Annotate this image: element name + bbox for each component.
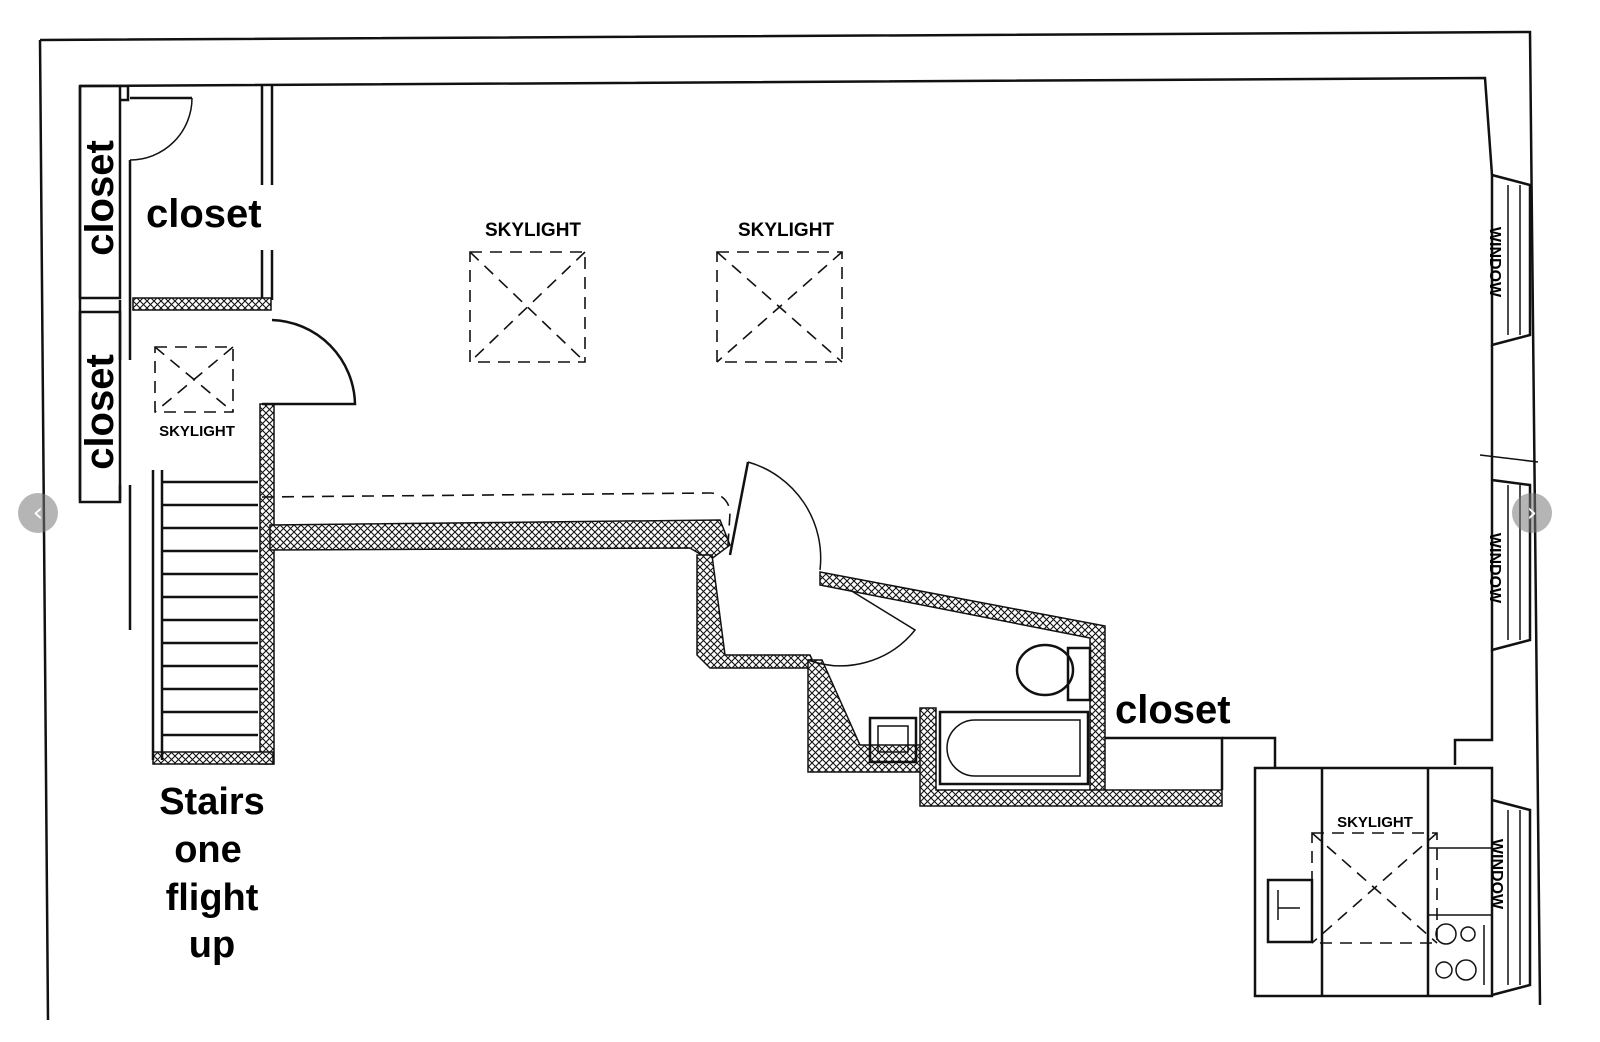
window-bays [1453, 173, 1539, 997]
chevron-left-icon[interactable]: ‹ [18, 493, 58, 533]
bathtub-icon [938, 710, 1090, 786]
left-closets [78, 84, 274, 630]
stairs-caption-line-1: Stairs [159, 781, 265, 823]
skylight-left [469, 251, 586, 363]
skylight-label-left: SKYLIGHT [485, 220, 581, 241]
toilet-icon [1015, 643, 1075, 697]
skylight-label-kitchen: SKYLIGHT [1337, 814, 1413, 831]
window-label-middle: WINDOW [1486, 533, 1503, 604]
window-label-lower: WINDOW [1488, 839, 1505, 910]
stair-treads [162, 480, 258, 737]
closet-label-main: closet [146, 192, 262, 236]
stairs-caption: Stairs one flight up [159, 781, 265, 966]
skylight-stair-hall [154, 346, 234, 413]
kitchen-sink-icon [1266, 878, 1314, 944]
skylight-kitchen [1311, 832, 1438, 944]
chevron-right-icon[interactable]: › [1512, 493, 1552, 533]
closet-label-vertical-top: closet [78, 140, 122, 256]
closet-label-vertical-bottom: closet [78, 354, 122, 470]
skylight-label-stair-hall: SKYLIGHT [159, 423, 235, 440]
bathroom [728, 461, 1277, 790]
skylight-right [716, 251, 843, 363]
kitchen [1253, 766, 1494, 998]
window-label-upper: WINDOW [1486, 227, 1503, 298]
stairs-caption-line-2: one [174, 829, 242, 871]
hatched-walls [132, 297, 1223, 807]
stairs-caption-line-3: flight [166, 877, 259, 919]
skylight-label-right: SKYLIGHT [738, 220, 834, 241]
sink-icon [868, 716, 918, 764]
stove-icon [1435, 923, 1485, 985]
stairs-caption-line-4: up [189, 924, 235, 966]
closet-label-bath: closet [1115, 688, 1231, 732]
